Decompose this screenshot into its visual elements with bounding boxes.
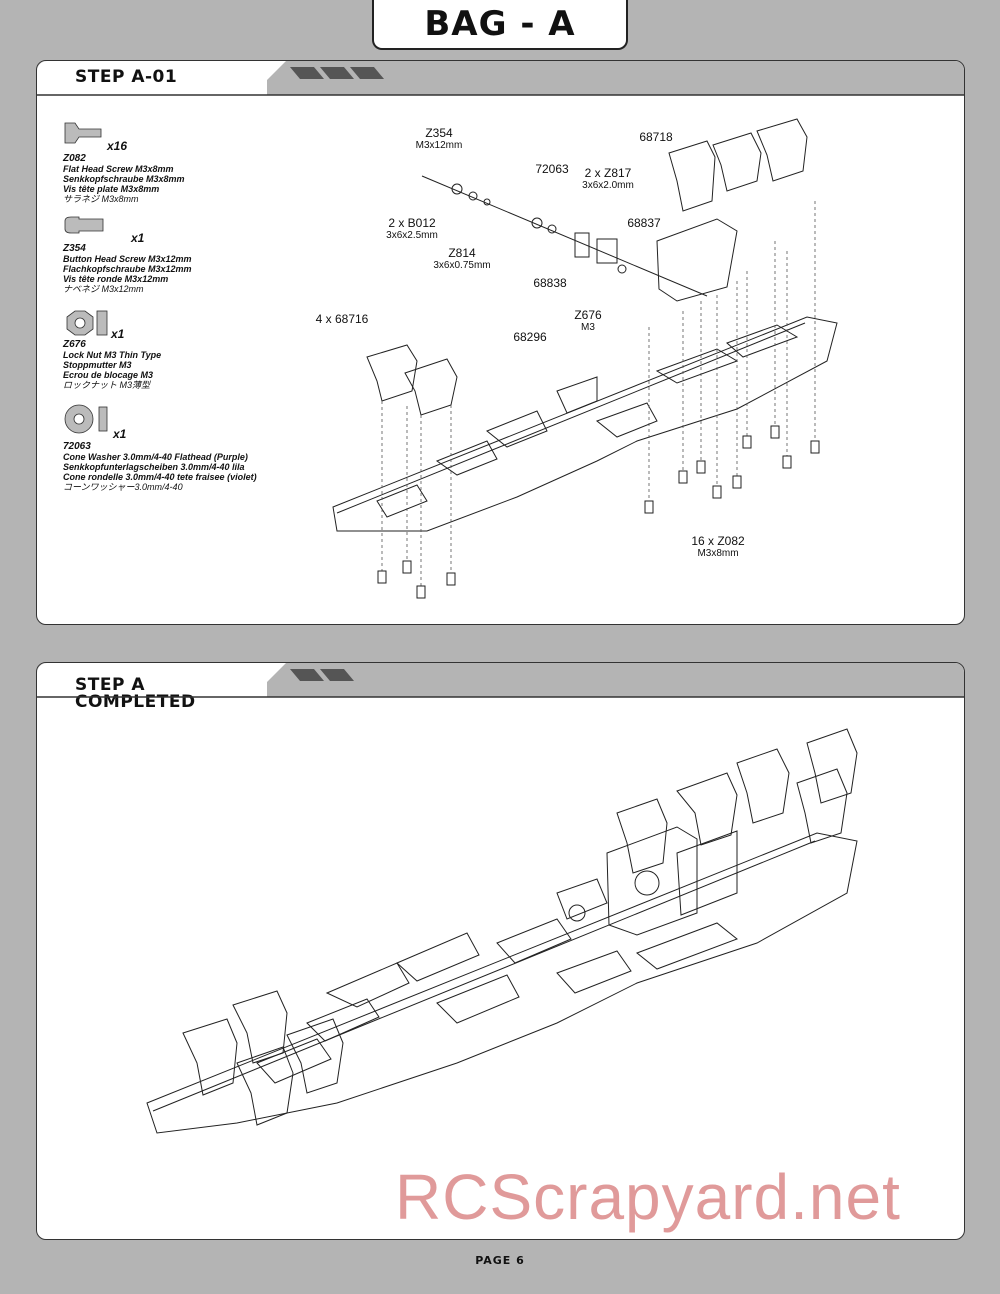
part-72063-desc-jp: コーンワッシャー3.0mm/4-40 (63, 482, 183, 492)
callout-z814-sub: 3x6x0.75mm (433, 260, 491, 271)
part-z676-desc-de: Stoppmutter M3 (63, 360, 132, 370)
part-72063: x1 72063 Cone Washer 3.0mm/4-40 Flathead… (63, 427, 283, 492)
callout-z082: 16 x Z082 M3x8mm (683, 534, 753, 560)
part-z082-desc-jp: サラネジ M3x8mm (63, 194, 139, 204)
callout-b012-main: 2 x B012 (388, 216, 436, 230)
callout-z814-main: Z814 (448, 246, 476, 260)
bag-title: BAG - A (424, 4, 576, 44)
part-z354-desc-fr: Vis tête ronde M3x12mm (63, 274, 169, 284)
step-a-completed-header (37, 663, 964, 697)
bag-title-tab: BAG - A (372, 0, 628, 50)
callout-68838-main: 68838 (533, 276, 567, 290)
part-z082-desc-en: Flat Head Screw M3x8mm (63, 164, 174, 174)
callout-72063: 72063 (527, 163, 577, 176)
callout-b012: 2 x B012 3x6x2.5mm (381, 216, 443, 242)
part-z676-desc-fr: Ecrou de blocage M3 (63, 370, 154, 380)
part-z354-desc-en: Button Head Screw M3x12mm (63, 254, 192, 264)
callout-68718: 68718 (633, 131, 679, 144)
step-a01-panel: STEP A-01 (36, 60, 965, 625)
step-a01-title: STEP A-01 (75, 67, 178, 87)
callout-68296-main: 68296 (513, 330, 547, 344)
part-72063-desc-en: Cone Washer 3.0mm/4-40 Flathead (Purple) (63, 452, 248, 462)
part-z354-qty: x1 (131, 231, 145, 245)
callout-z817-main: 2 x Z817 (584, 166, 632, 180)
callout-68837: 68837 (621, 217, 667, 230)
part-z354-desc-de: Flachkopfschraube M3x12mm (63, 264, 192, 274)
callout-z082-sub: M3x8mm (697, 548, 739, 559)
step-a-completed-panel: STEP A COMPLETED (36, 662, 965, 1240)
step-a-completed-title-line1: STEP A (75, 675, 145, 695)
part-z082-desc-fr: Vis tête plate M3x8mm (63, 184, 160, 194)
part-z354-desc-jp: ナベネジ M3x12mm (63, 284, 144, 294)
callout-z354-sub: M3x12mm (415, 140, 463, 151)
callout-68837-main: 68837 (627, 216, 661, 230)
callout-72063-main: 72063 (535, 162, 569, 176)
part-z354-code: Z354 (63, 243, 86, 254)
part-72063-code: 72063 (63, 441, 91, 452)
callout-68838: 68838 (527, 277, 573, 290)
callout-b012-sub: 3x6x2.5mm (386, 230, 438, 241)
callout-z354: Z354 M3x12mm (409, 126, 469, 152)
callout-z676-sub: M3 (581, 322, 595, 333)
callout-z676: Z676 M3 (565, 308, 611, 334)
callout-z354-main: Z354 (425, 126, 453, 140)
callout-68718-main: 68718 (639, 130, 673, 144)
part-z082: x16 Z082 Flat Head Screw M3x8mm Senkkopf… (63, 139, 283, 204)
step-a01-drawing (37, 94, 964, 599)
part-z676-desc-en: Lock Nut M3 Thin Type (63, 350, 162, 360)
part-72063-qty: x1 (113, 427, 127, 441)
part-72063-desc-de: Senkkopfunterlagscheiben 3.0mm/4-40 lila (63, 462, 245, 472)
callout-68716: 4 x 68716 (307, 313, 377, 326)
page-number: PAGE 6 (475, 1254, 525, 1267)
part-z354: x1 Z354 Button Head Screw M3x12mm Flachk… (63, 231, 283, 294)
callout-68716-main: 4 x 68716 (315, 312, 369, 326)
part-72063-desc-fr: Cone rondelle 3.0mm/4-40 tete fraisee (v… (63, 472, 257, 482)
callout-z676-main: Z676 (574, 308, 602, 322)
watermark: RCScrapyard.net (395, 1161, 901, 1233)
assembled-chassis-drawing (37, 696, 964, 1134)
part-z082-code: Z082 (63, 153, 86, 164)
part-z676-desc-jp: ロックナット M3薄型 (63, 380, 151, 390)
callout-z817-sub: 3x6x2.0mm (582, 180, 634, 191)
part-z676-code: Z676 (63, 339, 86, 350)
callout-68296: 68296 (507, 331, 553, 344)
callout-z817: 2 x Z817 3x6x2.0mm (577, 166, 639, 192)
part-z082-desc-de: Senkkopfschraube M3x8mm (63, 174, 185, 184)
part-z676: x1 Z676 Lock Nut M3 Thin Type Stoppmutte… (63, 327, 283, 390)
callout-z814: Z814 3x6x0.75mm (429, 246, 495, 272)
callout-z082-main: 16 x Z082 (691, 534, 745, 548)
step-a01-header (37, 61, 964, 95)
part-z082-qty: x16 (107, 139, 128, 153)
part-z676-qty: x1 (111, 327, 125, 341)
